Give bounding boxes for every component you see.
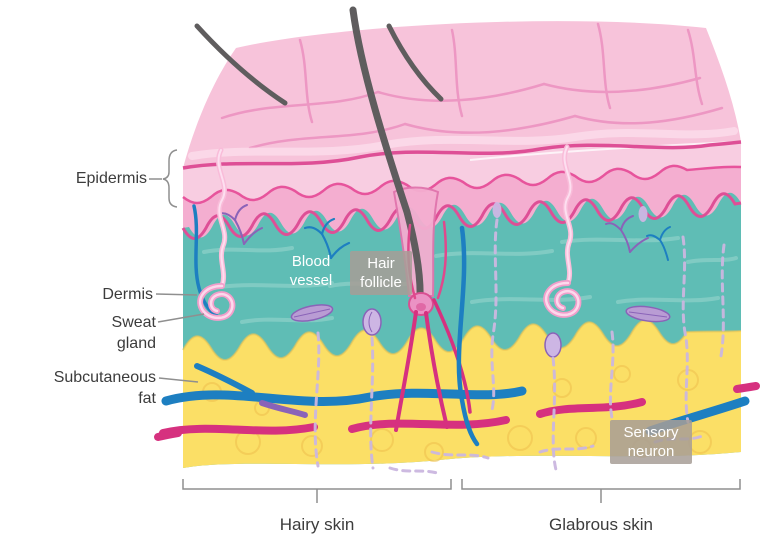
label-hairy-skin: Hairy skin — [279, 515, 355, 534]
label-sweat-gland: Sweat gland — [111, 314, 156, 352]
blood-vessel-magenta-mid — [348, 416, 510, 433]
spindle-receptor-line — [293, 308, 331, 318]
hair-strand — [349, 6, 424, 304]
glabrous-surface-line — [469, 141, 737, 161]
label-hair-follicle: Hair follicle — [350, 251, 412, 295]
subcutaneous-fat-leader-line — [158, 377, 199, 383]
blood-vessel-magenta-stub-right — [733, 382, 760, 393]
label-sensory-neuron: Sensory neuron — [610, 420, 692, 464]
nerve-fiber — [313, 331, 321, 468]
sweat-gland-leader-line — [157, 313, 205, 323]
bulb-receptor — [362, 308, 382, 336]
sweat-duct-highlight — [563, 146, 572, 284]
nerve-fiber — [538, 444, 595, 454]
epidermis-brace — [162, 149, 178, 208]
label-glabrous-skin: Glabrous skin — [549, 515, 653, 534]
blood-vessel-blue-left — [161, 386, 527, 406]
blood-vessel-blue — [456, 225, 480, 447]
sweat-coil-highlight — [198, 284, 234, 320]
bracket-hairy-skin — [182, 479, 452, 503]
hair-strand — [194, 23, 288, 106]
nerve-fiber — [490, 218, 499, 412]
nerve-fiber — [608, 330, 615, 420]
blood-vessel-magenta-thin — [436, 220, 448, 300]
bulb-receptor — [544, 332, 562, 358]
sweat-gland-left — [197, 147, 236, 321]
label-epidermis: Epidermis — [75, 170, 147, 187]
blood-vessel-left-descending — [192, 204, 219, 318]
nerve-fiber — [430, 450, 490, 460]
capillary-tree-blue — [303, 217, 351, 260]
nerve-fiber — [551, 356, 558, 472]
capillary-tree-purple-left — [218, 204, 263, 245]
blood-vessel-magenta-left — [159, 423, 318, 437]
touch-receptors — [290, 202, 671, 358]
blood-vessel-purple-short — [259, 400, 308, 418]
top-surface-highlight — [188, 127, 738, 160]
nerve-fiber — [369, 336, 375, 470]
nerve-fiber — [388, 466, 442, 476]
nerve-fiber — [719, 243, 726, 358]
sweat-gland-right — [543, 144, 582, 318]
skin-block — [154, 6, 760, 476]
skin-surface-ridge — [182, 140, 742, 170]
blood-vessel-magenta — [424, 311, 449, 429]
blood-vessel-blue-short — [194, 363, 255, 396]
dermis-leader-line — [155, 293, 198, 296]
follicle-bulb-core — [416, 303, 426, 311]
bracket-glabrous-skin — [461, 479, 741, 503]
hair-strands — [194, 23, 444, 106]
label-blood-vessel: Blood vessel — [289, 253, 333, 289]
spindle-receptor-line — [628, 311, 668, 318]
sweat-coil-highlight — [544, 281, 580, 317]
annotation-lines — [149, 149, 741, 503]
nerve-fiber — [681, 235, 690, 424]
papilla-nerve-ending — [492, 202, 502, 218]
capillary-tree-blue-right — [646, 226, 671, 261]
sensory-nerve-fibers — [313, 218, 726, 476]
label-subcutaneous-fat: Subcutaneous fat — [53, 369, 156, 407]
epidermis-inner-line — [182, 164, 742, 205]
fat-boundary — [182, 319, 742, 361]
bulb-receptor-line — [368, 311, 373, 333]
top-surface-texture — [220, 22, 724, 150]
epidermis-upper-band — [183, 142, 741, 203]
blood-vessel-magenta — [394, 310, 418, 432]
papilla-nerve-ending — [638, 206, 648, 222]
capillary-tree-purple-right — [605, 215, 649, 253]
label-dermis: Dermis — [102, 286, 153, 303]
blood-vessel-magenta-stub-left — [154, 429, 182, 441]
follicle-blood-vessels — [394, 220, 480, 447]
hair-follicle-unit — [349, 6, 480, 447]
sweat-duct-highlight — [217, 149, 226, 287]
hair-strand — [386, 23, 444, 102]
blood-vessel-magenta-right — [536, 398, 646, 418]
